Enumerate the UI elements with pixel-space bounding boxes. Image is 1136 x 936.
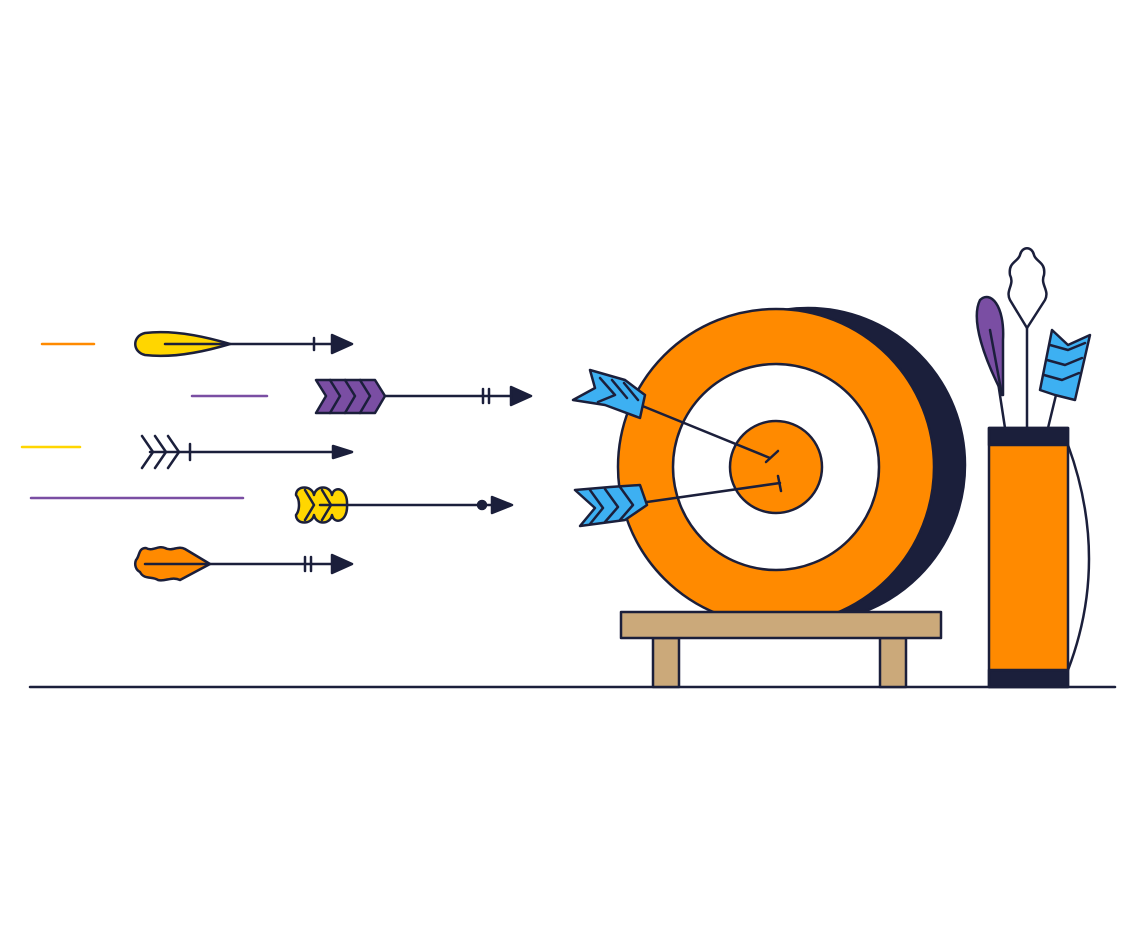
flying-arrow-4 bbox=[29, 486, 514, 524]
arrow-in-target-1 bbox=[571, 368, 780, 464]
quiver-icon bbox=[987, 426, 1091, 689]
arrow-in-target-2 bbox=[573, 474, 783, 528]
target-bullseye bbox=[728, 419, 824, 515]
quiver-arrows bbox=[975, 247, 1092, 430]
stand-icon bbox=[619, 610, 943, 689]
flying-arrow-3 bbox=[20, 434, 354, 470]
target-icon bbox=[616, 306, 967, 627]
flying-arrow-5 bbox=[133, 546, 354, 582]
flying-arrow-2 bbox=[190, 378, 533, 415]
flying-arrow-1 bbox=[40, 330, 354, 358]
bow-icon bbox=[1066, 443, 1091, 672]
